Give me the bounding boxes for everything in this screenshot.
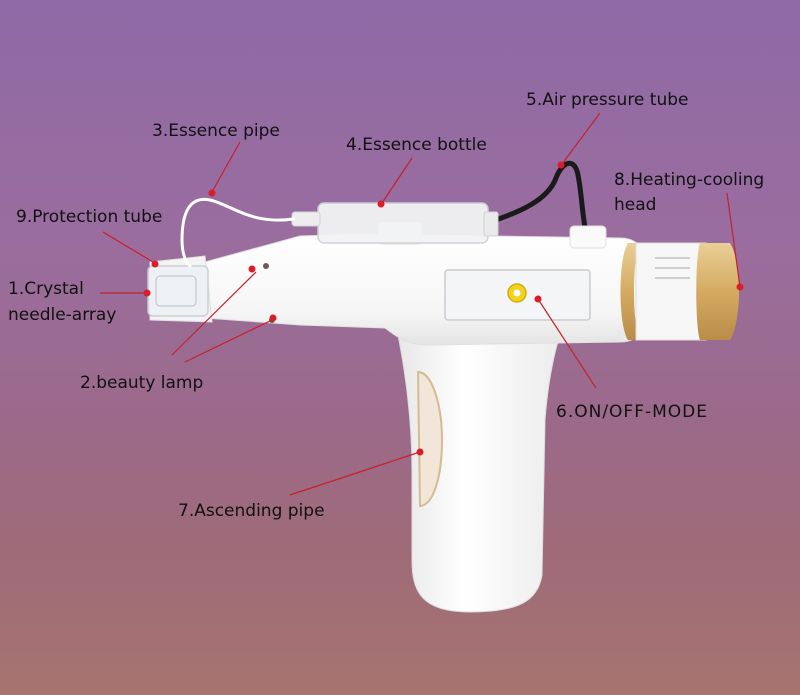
callout-line-essence-pipe (211, 141, 241, 193)
label-essence-bottle: 4.Essence bottle (346, 135, 487, 155)
callout-line-air-tube (561, 112, 601, 165)
callout-line-lamp-upper (171, 271, 257, 356)
callout-line-lamp-lower (184, 319, 273, 363)
heating-cooling-head-ring-front (620, 243, 640, 340)
heating-cooling-head-body (635, 242, 707, 341)
essence-pipe (180, 197, 296, 268)
label-essence-pipe: 3.Essence pipe (152, 121, 280, 141)
label-air-pressure-tube: 5.Air pressure tube (526, 90, 689, 110)
callout-dot-on-off (534, 295, 542, 303)
on-off-button-center (513, 289, 521, 297)
callout-dot-lamp-lower (269, 314, 277, 322)
callout-dot-essence-pipe (208, 189, 216, 197)
callout-dot-protection (151, 260, 159, 268)
callout-line-on-off (537, 298, 597, 389)
air-pressure-tube (487, 160, 589, 235)
heating-cooling-head-ring-back (696, 243, 739, 340)
label-on-off-mode: 6.ON/OFF-MODE (556, 402, 708, 422)
callout-dot-heating (736, 283, 744, 291)
callout-dot-crystal (143, 289, 151, 297)
label-beauty-lamp: 2.beauty lamp (80, 373, 204, 393)
label-heating-cooling-head-line2: head (614, 195, 657, 215)
callout-dot-essence-bottle (377, 200, 385, 208)
heating-cooling-vents (655, 257, 690, 279)
callout-line-ascending (289, 451, 421, 496)
crystal-needle-array (147, 265, 209, 317)
callout-dots (143, 161, 744, 456)
tube-connector (569, 225, 607, 249)
label-protection-tube: 9.Protection tube (16, 207, 163, 227)
callout-line-protection (102, 231, 154, 263)
essence-bottle-cap (291, 211, 321, 227)
callout-dot-ascending (416, 448, 424, 456)
label-crystal-needle-array-line1: 1.Crystal (8, 279, 84, 299)
label-ascending-pipe: 7.Ascending pipe (178, 501, 325, 521)
callout-lines (100, 112, 741, 496)
callout-dot-air-tube (557, 161, 565, 169)
needle-array-inner (155, 275, 197, 307)
label-heating-cooling-head-line1: 8.Heating-cooling (614, 170, 765, 190)
callout-line-essence-bottle (381, 157, 413, 204)
essence-bottle (317, 202, 489, 244)
beauty-lamp-upper (263, 263, 269, 269)
label-crystal-needle-array-line2: needle-array (8, 305, 117, 325)
callout-dot-lamp-upper (248, 265, 256, 273)
essence-bottle-plunger (483, 211, 499, 237)
callout-line-heating (726, 192, 741, 288)
ascending-pipe (416, 370, 444, 508)
